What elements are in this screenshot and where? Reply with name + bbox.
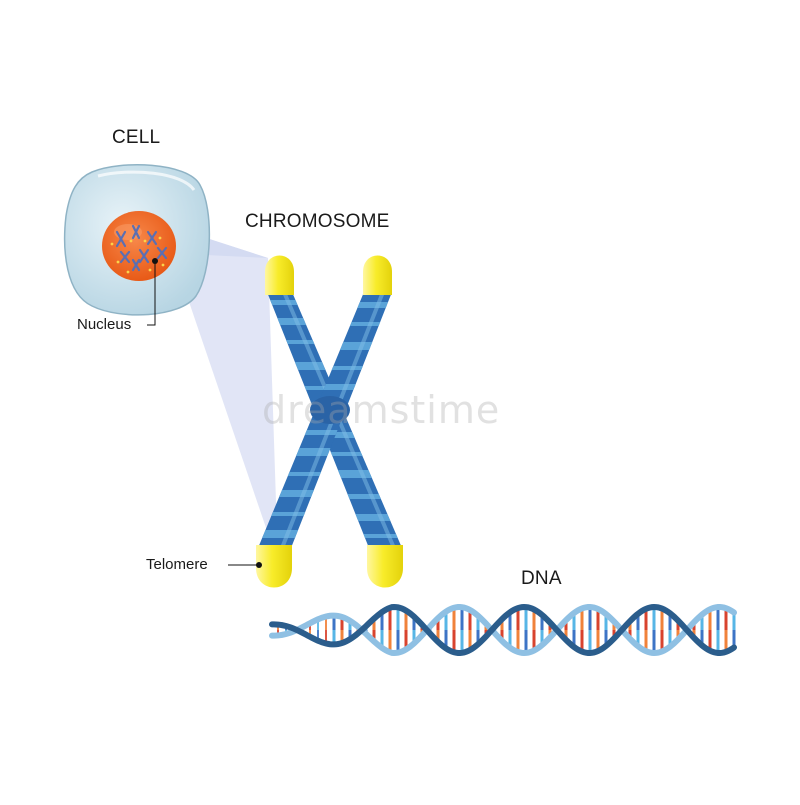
telomere-bottom-right [367, 545, 403, 588]
telomere-label: Telomere [146, 556, 208, 573]
chromosome-label: CHROMOSOME [245, 211, 390, 232]
dna-label: DNA [521, 568, 562, 589]
chromosome [256, 255, 403, 588]
zoom-cone [160, 223, 278, 563]
nucleus-pointer [147, 258, 158, 326]
telomere-pointer [228, 562, 262, 568]
nucleus-dots [110, 236, 165, 274]
dna-strand-dark [269, 603, 737, 656]
telomere-top-left [265, 255, 294, 295]
dna-strands [269, 603, 737, 657]
nucleus [102, 211, 176, 281]
dna-helix [269, 603, 737, 657]
nucleus-chromosomes [115, 224, 168, 272]
telomere-bottom-left [256, 545, 292, 588]
dna-strand-light [269, 604, 737, 657]
centromere [310, 396, 350, 424]
nucleus-label: Nucleus [77, 316, 132, 333]
watermark: dreamstime [262, 388, 501, 432]
cell-label: CELL [112, 127, 161, 148]
telomere-top-right [363, 255, 392, 295]
